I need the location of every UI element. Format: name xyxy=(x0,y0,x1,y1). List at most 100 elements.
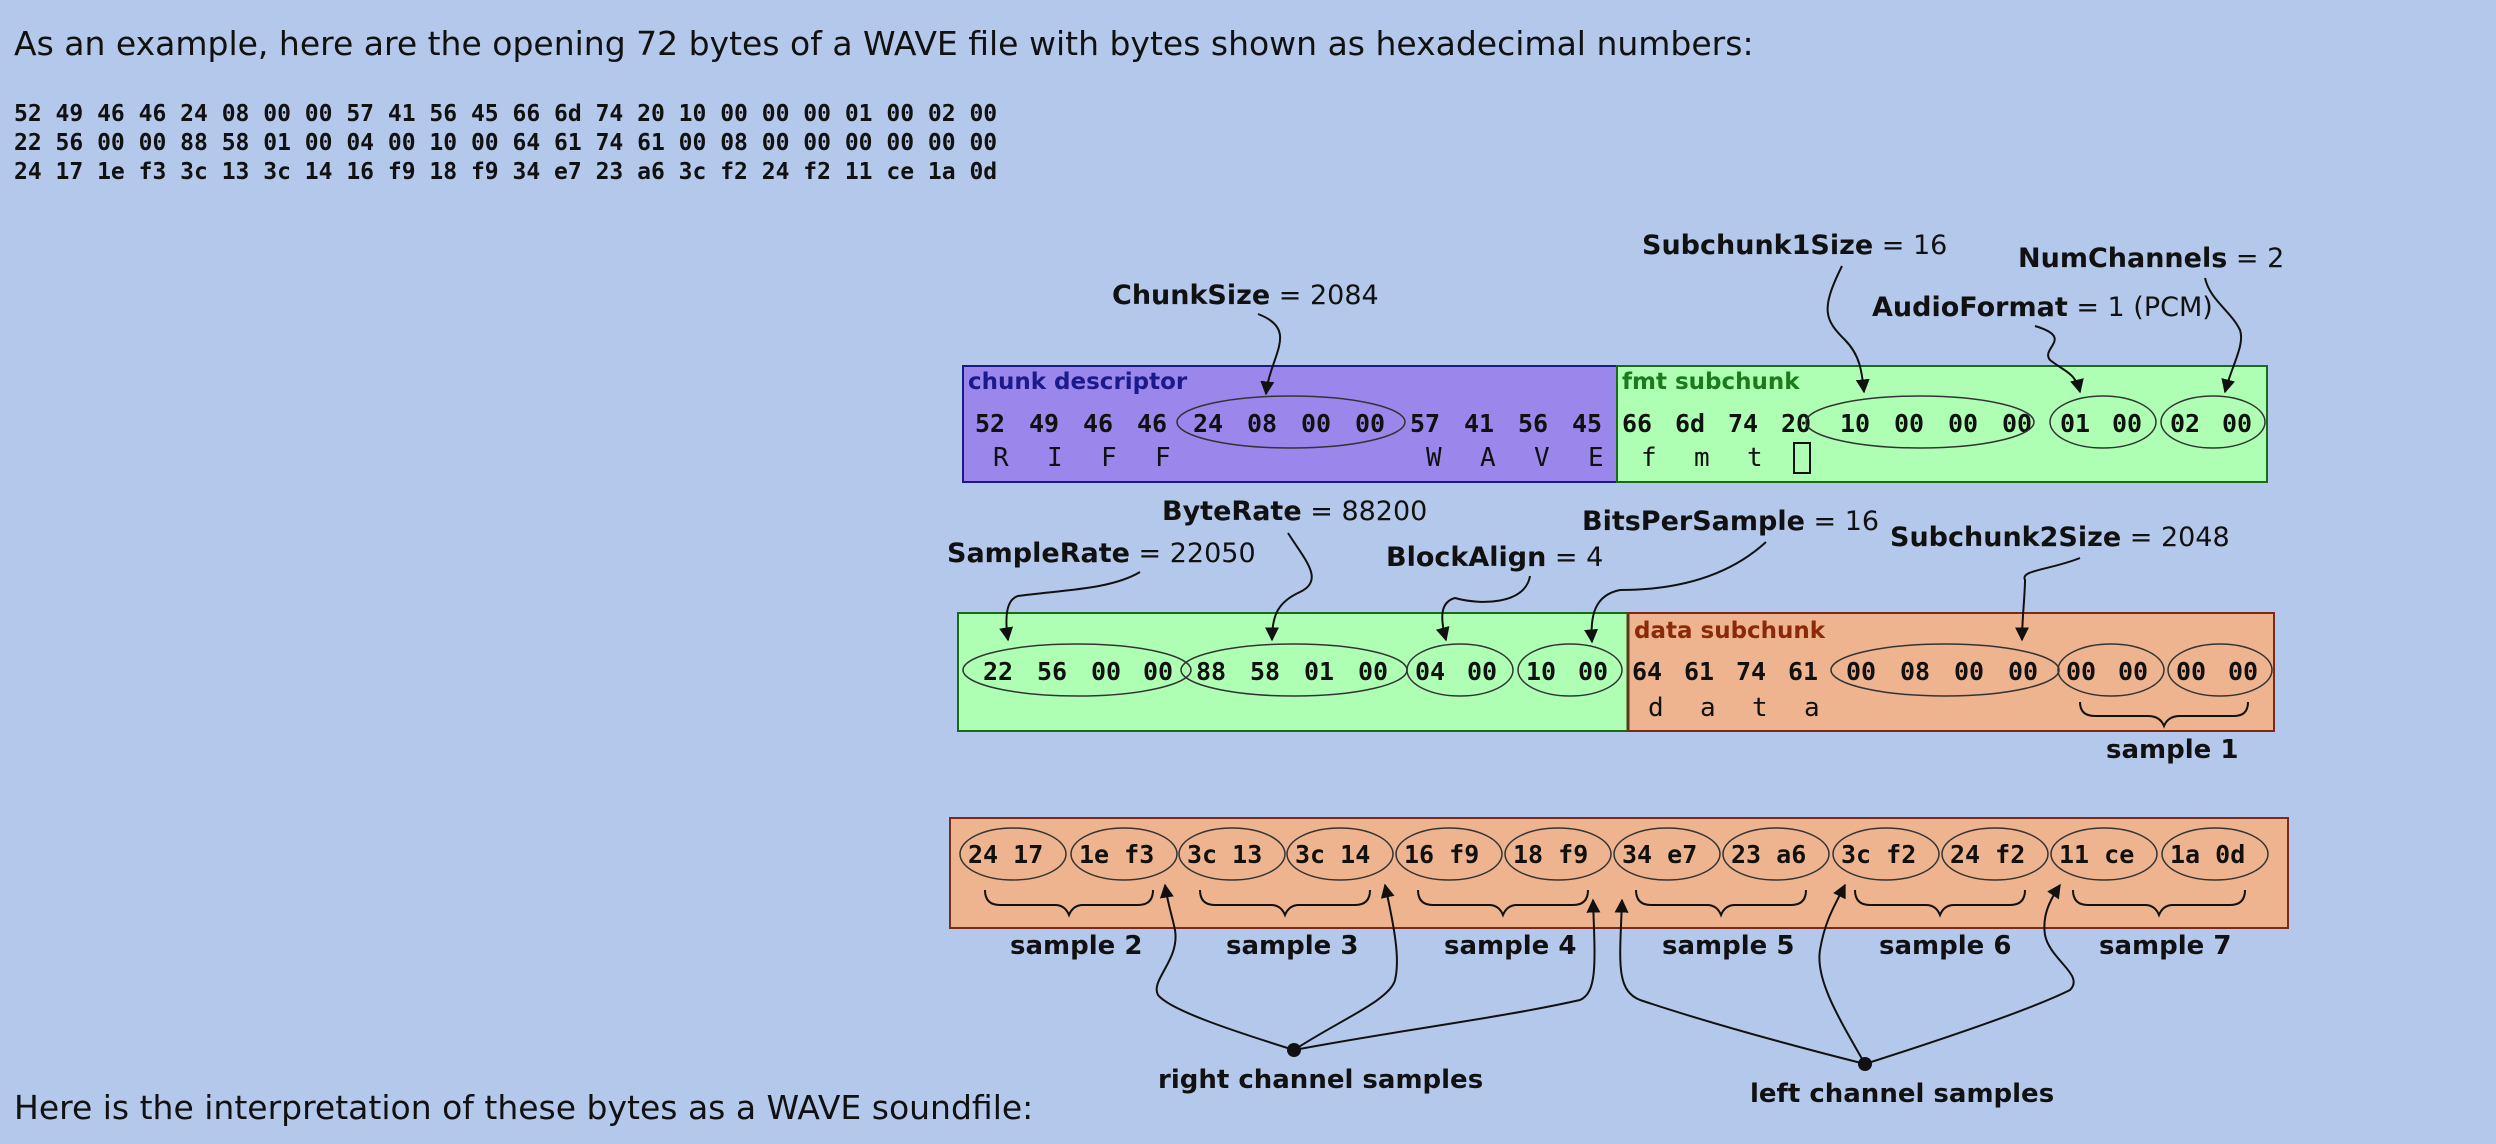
block-align-arrow xyxy=(1435,575,1531,642)
byte-pair: 18 f9 xyxy=(1513,840,1588,869)
hex-byte: 10 xyxy=(1526,657,1556,686)
hex-byte: 41 xyxy=(1464,409,1494,438)
num-channels-oval xyxy=(2160,395,2266,449)
ascii-char: A xyxy=(1480,443,1496,473)
ascii-char: d xyxy=(1648,693,1664,723)
hex-byte: 00 xyxy=(2002,409,2032,438)
sample4-brace xyxy=(1417,889,1589,918)
hex-byte: 00 xyxy=(1358,657,1388,686)
hex-byte: 00 xyxy=(1954,657,1984,686)
hex-byte: 46 xyxy=(1083,409,1113,438)
audio-format-oval xyxy=(2049,395,2157,449)
byte-pair-oval xyxy=(1941,827,2049,881)
fmt-subchunk-box-2 xyxy=(957,612,1629,732)
hex-byte: 00 xyxy=(1091,657,1121,686)
bits-per-sample-arrow xyxy=(1584,541,1767,644)
hex-line: 22 56 00 00 88 58 01 00 04 00 10 00 64 6… xyxy=(14,130,998,156)
subchunk2-size-arrow xyxy=(2015,557,2081,642)
sample1-left-oval xyxy=(2057,643,2165,697)
hex-byte: 10 xyxy=(1840,409,1870,438)
subchunk1-size-arrow xyxy=(1826,265,1870,394)
byte-pair-oval xyxy=(1613,827,1721,881)
byte-pair: 11 ce xyxy=(2059,840,2134,869)
riff-section-label: chunk descriptor xyxy=(968,369,1188,395)
hex-byte: 00 xyxy=(2222,409,2252,438)
hex-byte: 00 xyxy=(1143,657,1173,686)
byte-rate-label: ByteRate = 88200 xyxy=(1162,496,1427,527)
hex-byte: 56 xyxy=(1518,409,1548,438)
byte-pair: 3c 13 xyxy=(1187,840,1262,869)
hex-byte: 56 xyxy=(1037,657,1067,686)
hex-byte: 64 xyxy=(1632,657,1662,686)
byte-pair: 3c 14 xyxy=(1295,840,1370,869)
left-channel-arrow xyxy=(1818,883,1866,1065)
row2-fmt-bytes: 22 56 00 00 88 58 01 00 04 00 10 00 xyxy=(983,657,1608,686)
ascii-char: m xyxy=(1694,443,1710,473)
byte-pair: 1e f3 xyxy=(1079,840,1154,869)
ascii-char: R xyxy=(993,443,1009,473)
hex-byte: 74 xyxy=(1736,657,1766,686)
block-align-label: BlockAlign = 4 xyxy=(1386,542,1603,573)
hex-line: 24 17 1e f3 3c 13 3c 14 16 f9 18 f9 34 e… xyxy=(14,159,998,185)
hex-byte: 00 xyxy=(1578,657,1608,686)
row1-riff-bytes: 52 49 46 46 24 08 00 00 57 41 56 45 xyxy=(975,409,1602,438)
sample7-brace xyxy=(2072,889,2246,918)
hex-byte: 02 xyxy=(2170,409,2200,438)
hex-dump: 52 49 46 46 24 08 00 00 57 41 56 45 66 6… xyxy=(14,100,997,187)
hex-byte: 45 xyxy=(1572,409,1602,438)
hex-line: 52 49 46 46 24 08 00 00 57 41 56 45 66 6… xyxy=(14,101,998,127)
ascii-char: a xyxy=(1700,693,1716,723)
byte-pair: 24 17 xyxy=(968,840,1043,869)
hex-byte: 00 xyxy=(2228,657,2258,686)
num-channels-label: NumChannels = 2 xyxy=(2018,243,2284,274)
byte-pair: 16 f9 xyxy=(1404,840,1479,869)
hex-byte: 61 xyxy=(1788,657,1818,686)
left-channel-label: left channel samples xyxy=(1750,1079,2054,1109)
ascii-char: t xyxy=(1747,443,1763,473)
hex-byte: 04 xyxy=(1415,657,1445,686)
byte-pair-oval xyxy=(1722,827,1830,881)
byte-pair-oval xyxy=(959,827,1067,881)
bits-per-sample-oval xyxy=(1517,643,1623,697)
hex-byte: 24 xyxy=(1193,409,1223,438)
riff-chunk-box xyxy=(962,365,1618,483)
hex-byte: 61 xyxy=(1684,657,1714,686)
sample1-brace xyxy=(2079,701,2249,729)
sample3-label: sample 3 xyxy=(1226,931,1358,961)
byte-pair-oval xyxy=(1395,827,1503,881)
hex-byte: 46 xyxy=(1137,409,1167,438)
hex-byte: 00 xyxy=(1467,657,1497,686)
chunk-size-arrow xyxy=(1257,313,1282,396)
right-channel-arrow xyxy=(1155,883,1295,1051)
hex-byte: 74 xyxy=(1728,409,1758,438)
hex-byte: 00 xyxy=(2118,657,2148,686)
ascii-char: I xyxy=(1047,443,1063,473)
space-char-box xyxy=(1793,442,1811,474)
hex-byte: 00 xyxy=(1301,409,1331,438)
hex-byte: 88 xyxy=(1196,657,1226,686)
hex-byte: 00 xyxy=(2066,657,2096,686)
ascii-char: a xyxy=(1804,693,1820,723)
byte-pair-oval xyxy=(2050,827,2158,881)
intro-paragraph: As an example, here are the opening 72 b… xyxy=(14,24,1754,63)
subchunk1-size-label: Subchunk1Size = 16 xyxy=(1642,230,1947,261)
audio-format-label: AudioFormat = 1 (PCM) xyxy=(1872,292,2213,323)
ascii-char: E xyxy=(1588,443,1604,473)
ascii-char: f xyxy=(1641,443,1657,473)
sample-data-box xyxy=(949,817,2289,929)
sample1-label: sample 1 xyxy=(2106,735,2238,765)
row1-fmt-bytes: 66 6d 74 20 10 00 00 00 01 00 02 00 xyxy=(1622,409,2252,438)
byte-pair: 34 e7 xyxy=(1622,840,1697,869)
hex-byte: 08 xyxy=(1900,657,1930,686)
right-channel-arrow xyxy=(1293,898,1601,1051)
byte-pair-oval xyxy=(1504,827,1612,881)
byte-pair: 3c f2 xyxy=(1841,840,1916,869)
sample7-label: sample 7 xyxy=(2099,931,2231,961)
ascii-char: F xyxy=(1155,443,1171,473)
chunk-size-label: ChunkSize = 2084 xyxy=(1112,280,1379,311)
hex-byte: 22 xyxy=(983,657,1013,686)
ascii-char: W xyxy=(1426,443,1442,473)
byte-pair-oval xyxy=(1070,827,1178,881)
right-channel-arrow xyxy=(1293,883,1398,1051)
hex-byte: 00 xyxy=(2112,409,2142,438)
